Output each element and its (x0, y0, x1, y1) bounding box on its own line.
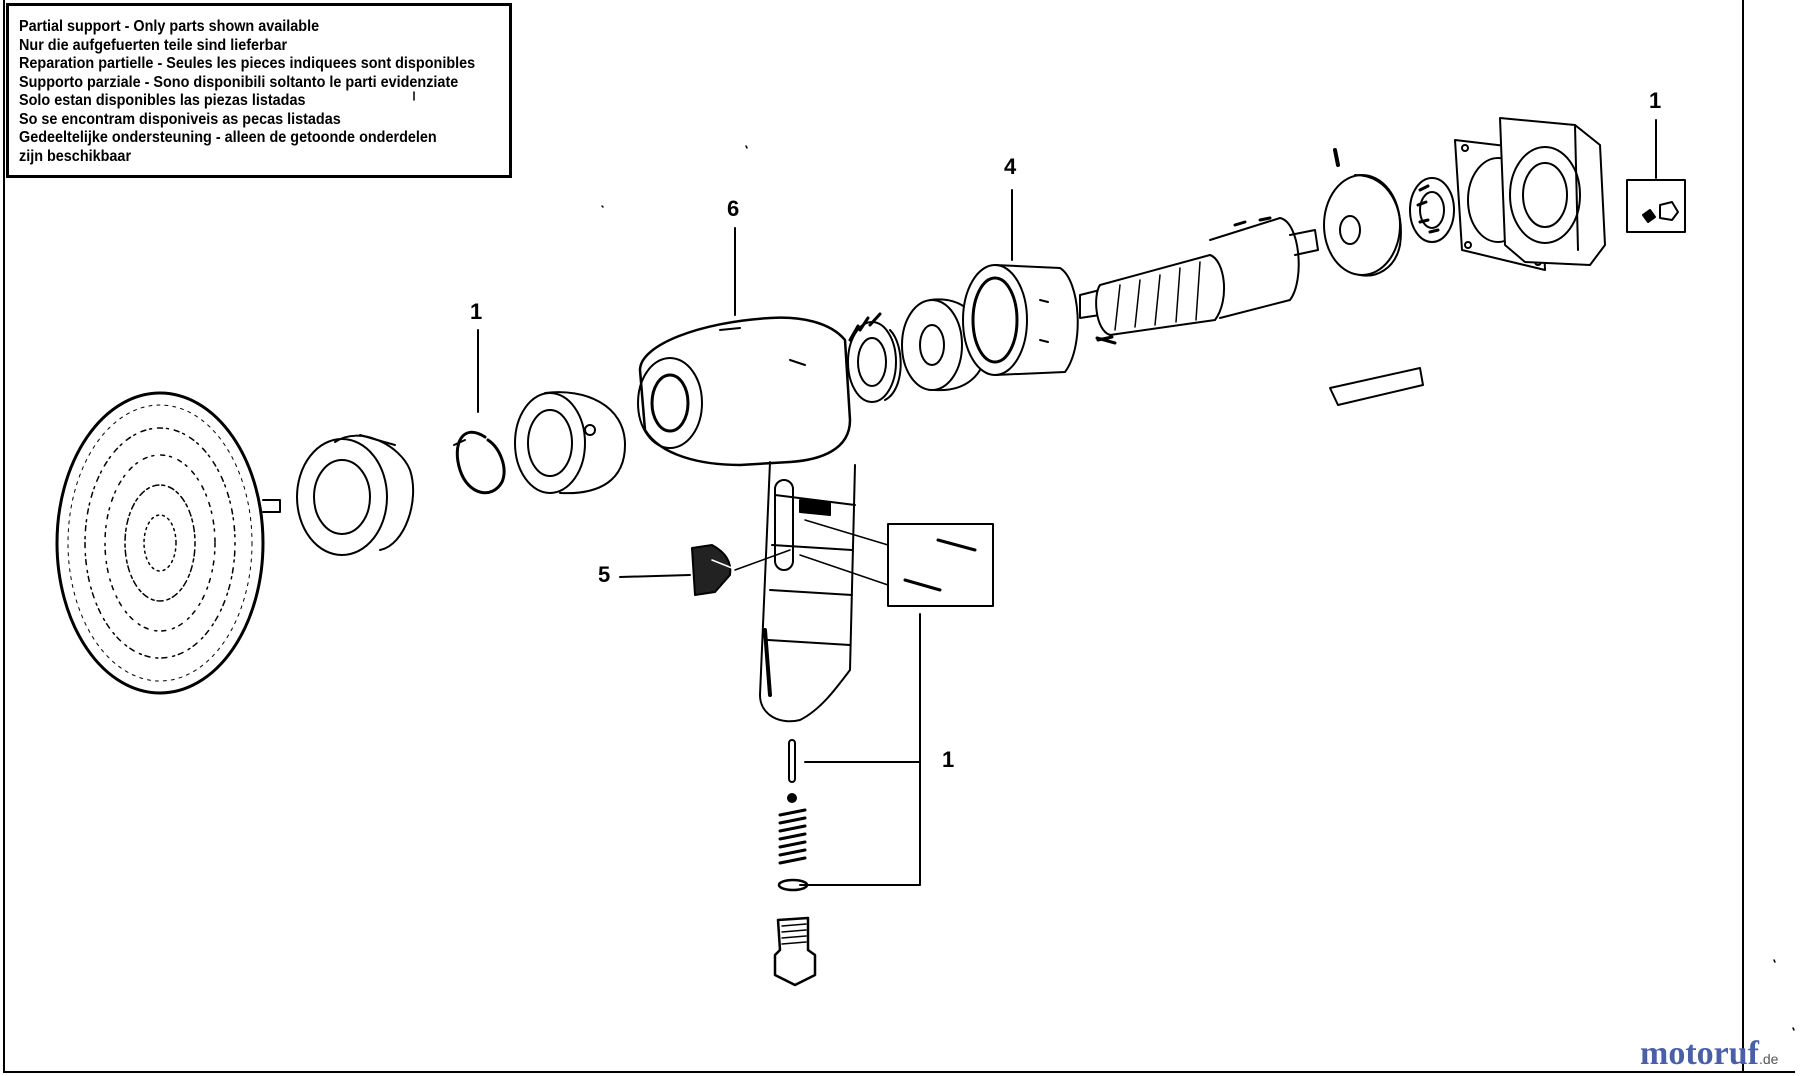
rotor (1079, 216, 1319, 342)
callout-valve-kit: 1 (942, 747, 955, 772)
trigger (619, 544, 791, 596)
drawing-frame (3, 0, 1795, 1073)
spare-vane (1329, 367, 1424, 406)
rear-bearing (1409, 177, 1455, 243)
front-bearing (847, 312, 902, 403)
tool-housing (637, 316, 856, 723)
collet-nut (514, 391, 626, 495)
scan-specks (413, 91, 1795, 1031)
backing-flange (296, 434, 415, 556)
valve-assembly (773, 739, 817, 987)
callout-top-right-kit: 1 (1649, 88, 1662, 113)
callout-motor-assembly: 4 (1004, 154, 1017, 179)
circlip (453, 329, 506, 495)
notice-line-pt: So se encontram disponiveis as pecas lis… (19, 110, 341, 128)
notice-line-nl: Gedeeltelijke ondersteuning - alleen de … (19, 129, 437, 146)
notice-line-it: Supporto parziale - Sono disponibili sol… (19, 73, 459, 91)
rear-end-plate (1323, 148, 1402, 277)
notice-line-es: Solo estan disponibles las piezas listad… (19, 92, 306, 109)
cylinder (962, 189, 1079, 376)
watermark-tld: .de (1758, 1051, 1779, 1067)
notice-line-de: Nur die aufgefuerten teile sind lieferba… (19, 36, 288, 54)
frame-right-rule (1742, 0, 1744, 1073)
pin-kit-box (799, 519, 994, 886)
callout-circlip: 1 (470, 299, 483, 324)
callout-trigger: 5 (598, 562, 611, 587)
rear-cover (1499, 117, 1606, 266)
watermark-brand: motoruf (1640, 1035, 1759, 1072)
polishing-pad (55, 391, 281, 695)
notice-line-nl-2: zijn beschikbaar (19, 147, 132, 165)
notice-line-en: Partial support - Only parts shown avail… (19, 18, 320, 35)
dowel-pin (1095, 336, 1117, 345)
notice-line-fr: Reparation partielle - Seules les pieces… (19, 55, 476, 72)
watermark-logo: motoruf.de (1640, 1035, 1778, 1073)
screw-kit-box (1626, 119, 1686, 233)
callout-housing: 6 (727, 196, 740, 221)
partial-support-notice: Partial support - Only parts shown avail… (6, 3, 512, 178)
